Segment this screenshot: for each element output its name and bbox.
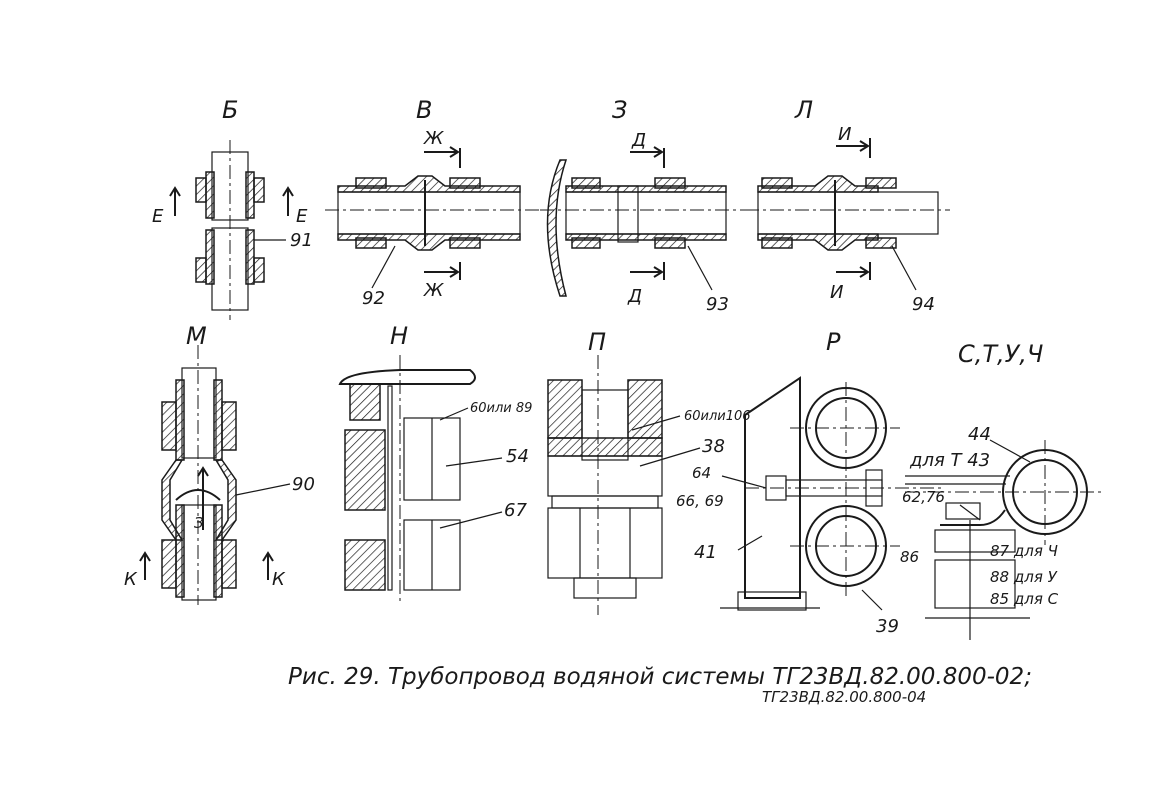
callout-60-106: 60или106 [684,409,751,424]
section-labels: Е Е Ж Ж Д Д И И К К З [124,124,851,590]
view-label-m: М [186,322,207,350]
view-labels: Б В З Л М Н П Р С,Т,У,Ч [186,96,1043,368]
callout-87: 87 для Ч [990,542,1058,560]
view-label-n: Н [390,322,408,350]
callout-86: 86 [900,548,919,566]
view-r [720,376,945,611]
callout-88: 88 для У [990,568,1058,586]
section-e-right: Е [296,206,308,227]
view-l [745,138,950,291]
view-label-b: Б [222,96,238,124]
callout-for-t-43: для Т 43 [909,450,990,471]
callout-92: 92 [362,288,385,309]
section-d-top: Д [631,130,646,151]
section-i-bottom: И [830,282,843,303]
callout-38: 38 [702,436,725,457]
view-v [325,146,540,289]
section-z-inner: З [194,514,204,532]
callout-85: 85 для С [990,590,1059,608]
callout-90: 90 [292,474,315,495]
callout-54: 54 [506,446,529,467]
callout-93: 93 [706,294,729,315]
section-e-left: Е [152,206,164,227]
figure-caption: Рис. 29. Трубопровод водяной системы ТГ2… [288,664,1032,706]
section-k-left: К [124,569,138,590]
section-i-top: И [838,124,851,145]
view-n [338,355,503,605]
callout-44: 44 [968,424,991,445]
callout-91: 91 [290,230,313,251]
callout-64: 64 [692,464,711,482]
section-zh-bottom: Ж [423,280,444,301]
callout-62-76: 62,76 [902,488,945,506]
callout-94: 94 [912,294,935,315]
view-stuch [905,439,1105,640]
callout-66-69: 66, 69 [676,492,724,510]
callout-67: 67 [504,500,527,521]
view-label-z: З [612,96,627,124]
callout-labels: 91 92 93 94 90 60или 89 54 67 60или106 3… [290,230,1059,637]
view-label-p: П [588,328,606,356]
section-k-right: К [272,569,286,590]
view-p [547,355,701,615]
view-b [169,140,294,320]
section-d-bottom: Д [627,286,642,307]
callout-41: 41 [694,542,717,563]
caption-line-1: Рис. 29. Трубопровод водяной системы ТГ2… [288,664,1032,690]
view-label-l: Л [794,96,813,124]
view-m [139,345,291,605]
view-label-r: Р [826,328,841,356]
view-label-v: В [416,96,432,124]
callout-39: 39 [876,616,899,637]
callout-60-89: 60или 89 [470,401,532,416]
caption-line-2: ТГ23ВД.82.00.800-04 [762,688,926,706]
view-z [540,146,745,297]
section-zh-top: Ж [423,128,444,149]
view-label-stuch: С,Т,У,Ч [958,340,1043,368]
